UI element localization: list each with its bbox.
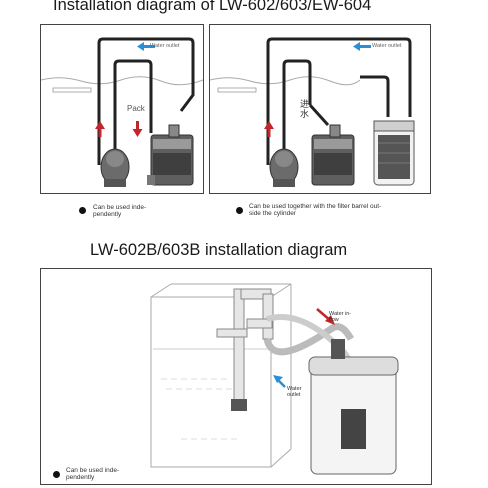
heater-bar xyxy=(217,87,257,93)
water-outlet-line2: outlet xyxy=(287,392,301,398)
aquarium-tank xyxy=(150,283,292,468)
outer-tube xyxy=(266,37,412,165)
overflow-pipes xyxy=(216,288,274,411)
pack-label: Pack xyxy=(127,104,145,113)
inner-tube xyxy=(113,59,153,165)
filter-canister xyxy=(147,124,194,186)
panel3-note: Can be used inde- pendently xyxy=(66,467,119,481)
filter-canister xyxy=(308,103,355,186)
panel-standalone-drawing xyxy=(41,37,203,187)
panel2-note-line1: Can be used together with the filter bar… xyxy=(249,203,382,210)
water-outlet-label: Water outlet xyxy=(372,43,402,49)
panel-602b-drawing xyxy=(150,283,399,475)
water-inlet-label: 进 水 xyxy=(300,99,309,119)
panel3-note-line2: pendently xyxy=(66,474,95,481)
panel2-note: Can be used together with the filter bar… xyxy=(249,203,381,217)
bullet-dot xyxy=(236,207,243,214)
water-inflow-line2: flow xyxy=(329,317,339,323)
inner-tube xyxy=(282,59,312,165)
bullet-dot xyxy=(79,207,86,214)
panel-external-barrel: Water outlet 进 水 xyxy=(209,24,431,194)
inflow-up-arrow xyxy=(264,121,274,137)
water-surface-line xyxy=(210,76,361,86)
water-inflow-arrow xyxy=(316,308,335,325)
filter-canister xyxy=(308,339,399,475)
pump-unit xyxy=(100,148,130,187)
filter-barrel xyxy=(373,120,415,186)
panel1-note: Can be used inde- pendently xyxy=(93,204,146,218)
panel1-note-line2: pendently xyxy=(93,211,122,218)
panel1-note-line1: Can be used inde- xyxy=(93,204,147,211)
panel-602b-installation: Water in- flow Water outlet xyxy=(40,268,432,485)
water-outlet-arrow xyxy=(273,375,286,388)
pump-unit xyxy=(269,148,299,187)
barrel-tube xyxy=(360,75,390,117)
panel3-note-line1: Can be used inde- xyxy=(66,467,120,474)
heater-bar xyxy=(52,87,92,93)
panel-standalone: Water outlet Pack xyxy=(40,24,204,194)
water-outlet-arrow xyxy=(137,42,155,51)
inflow-down-arrow xyxy=(132,121,143,137)
outer-tube xyxy=(97,37,195,165)
panel-external-barrel-drawing xyxy=(210,37,415,187)
water-outlet-arrow xyxy=(353,42,371,51)
water-inflow-line1: Water in- xyxy=(329,311,352,317)
inflow-hose xyxy=(263,323,355,356)
water-surface-line xyxy=(41,76,203,86)
water-outlet-label: Water outlet xyxy=(287,386,301,398)
inflow-up-arrow xyxy=(95,121,105,137)
water-inflow-label: Water in- flow xyxy=(329,311,351,323)
diagram-title-top: Installation diagram of LW-602/603/EW-60… xyxy=(53,0,372,14)
water-inlet-char1: 进 xyxy=(300,99,310,109)
water-outlet-line1: Water xyxy=(287,386,302,392)
water-inlet-char2: 水 xyxy=(300,109,310,119)
diagram-title-bottom: LW-602B/603B installation diagram xyxy=(90,241,348,259)
water-outlet-label: Water outlet xyxy=(150,43,180,49)
bullet-dot xyxy=(53,471,60,478)
panel2-note-line2: side the cylinder xyxy=(249,210,296,217)
